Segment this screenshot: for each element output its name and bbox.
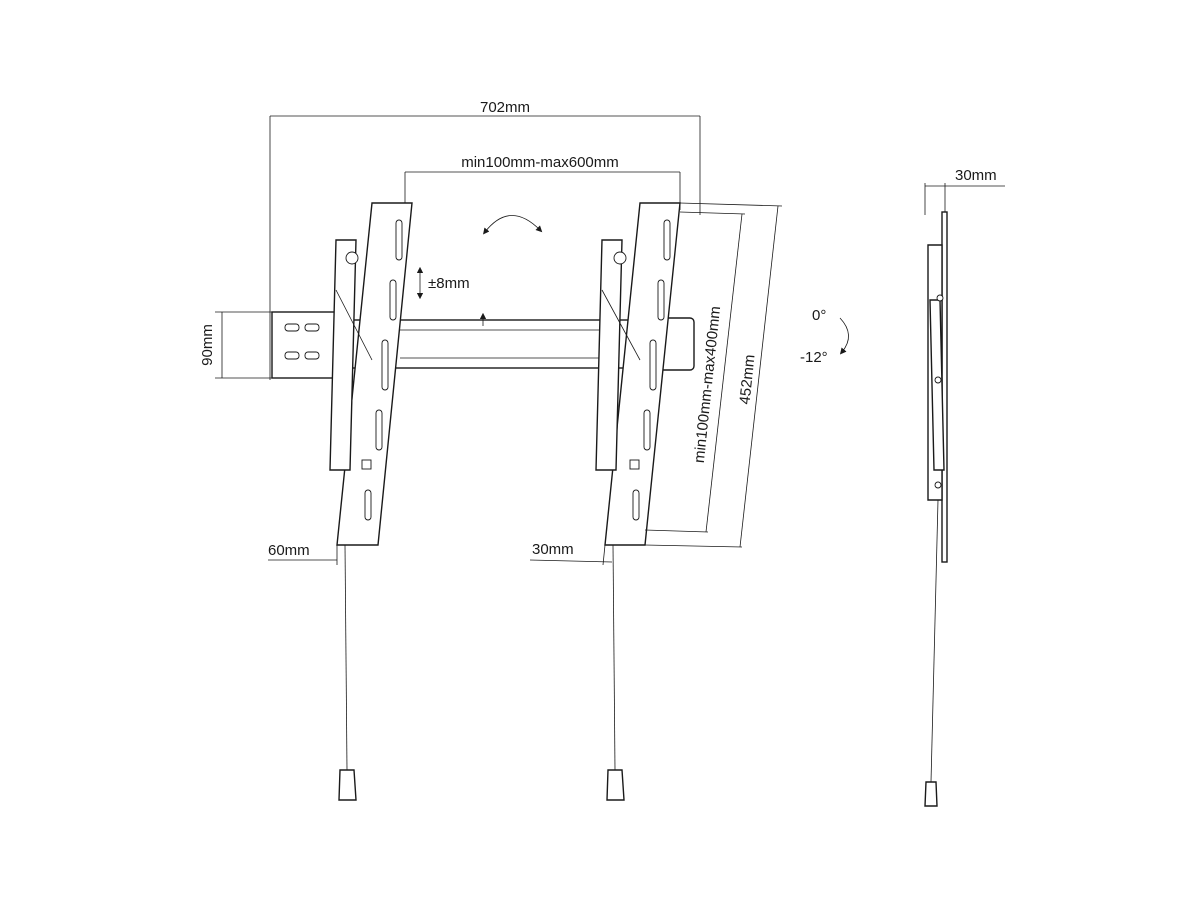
lateral-shift-label: ±8mm bbox=[428, 275, 470, 292]
tilt-bottom-label: -12° bbox=[800, 349, 828, 366]
overall-width-label: 702mm bbox=[480, 99, 530, 116]
left-offset-label: 60mm bbox=[268, 542, 310, 559]
horizontal-vesa-label: min100mm-max600mm bbox=[461, 154, 619, 171]
rotate-arrow-icon bbox=[483, 215, 543, 235]
vertical-vesa-label: min100mm-max400mm bbox=[691, 305, 724, 463]
arm-length-label: 452mm bbox=[736, 354, 758, 406]
dimension-rail-height: 90mm bbox=[199, 311, 272, 379]
dimension-left-offset: 60mm bbox=[268, 542, 338, 565]
right-pull-cord bbox=[606, 544, 625, 801]
dimension-arm-length: 452mm bbox=[644, 202, 783, 548]
rail-height-label: 90mm bbox=[199, 324, 216, 366]
dimension-horizontal-vesa: min100mm-max600mm bbox=[404, 154, 681, 210]
tilt-indicator: 0° -12° bbox=[800, 307, 849, 366]
side-depth-label: 30mm bbox=[955, 167, 997, 184]
right-arm bbox=[595, 202, 681, 546]
left-arm bbox=[329, 202, 413, 546]
left-pull-cord bbox=[338, 544, 357, 801]
side-view: 30mm bbox=[924, 167, 1005, 807]
tilt-arrow-icon bbox=[839, 317, 849, 355]
dimension-arm-depth: 30mm bbox=[529, 541, 613, 566]
dimension-overall-width: 702mm bbox=[269, 99, 701, 380]
tilt-top-label: 0° bbox=[812, 307, 826, 324]
lateral-shift-indicator: ±8mm bbox=[416, 266, 470, 300]
arm-depth-label: 30mm bbox=[532, 541, 574, 558]
